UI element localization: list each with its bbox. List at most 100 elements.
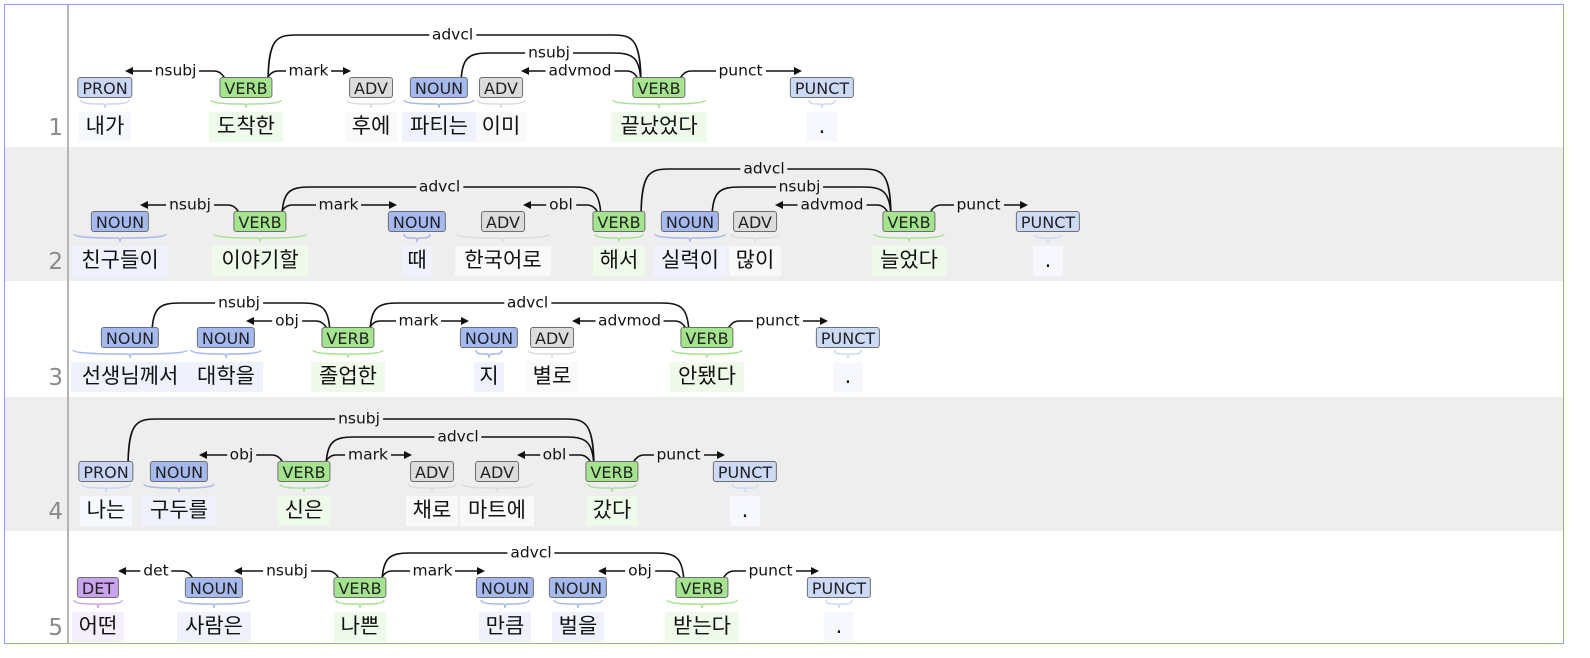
pos-tag: VERB [585,461,639,482]
pos-tag: PUNCT [789,77,855,98]
token-highlight [729,246,781,276]
token-highlight [142,496,216,526]
pos-tag: NOUN [548,577,608,598]
token-highlight [278,496,330,526]
pos-tag: VERB [321,327,375,348]
pos-tag: VERB [882,211,936,232]
token-highlight [872,246,946,276]
token-word: 별로 [532,364,572,388]
row-number: 3 [48,365,63,391]
relation-label: nsubj [166,197,214,213]
token-word: 파티는 [410,114,468,138]
token-word: . [844,364,852,388]
relation-label: nsubj [775,179,824,195]
relation-label: nsubj [525,45,573,61]
row-number: 2 [48,249,63,275]
relation-label: punct [752,313,803,329]
token-word: 친구들이 [81,248,159,272]
token-bracket [730,233,780,243]
token-word: . [1044,248,1052,272]
token-bracket [873,233,945,243]
token-bracket [210,99,282,109]
token-word: 늘었다 [880,248,938,272]
token-bracket [808,99,836,109]
token-word: 이야기할 [221,248,299,272]
token-highlight [479,612,531,642]
token-word: 내가 [85,114,125,138]
token-word: 많이 [735,248,775,272]
pos-tag: NOUN [459,327,519,348]
pos-tag: DET [76,577,120,598]
row-number: 1 [48,115,63,141]
pos-tag: VERB [333,577,387,598]
token-word: 선생님께서 [81,364,179,388]
token-bracket [312,349,384,359]
pos-tag: VERB [219,77,273,98]
token-word: 채로 [412,498,452,522]
token-word: 실력이 [661,248,719,272]
pos-tag: VERB [277,461,331,482]
token-word: 때 [407,248,427,272]
token-highlight [552,612,604,642]
token-bracket [480,599,530,609]
token-highlight [334,612,386,642]
pos-tag: PRON [77,77,133,98]
token-bracket [594,233,644,243]
token-highlight [189,362,263,392]
pos-tag: NOUN [196,327,256,348]
token-highlight [311,362,385,392]
token-bracket [335,599,385,609]
pos-tag: ADV [349,77,393,98]
token-bracket [190,349,262,359]
token-word: 한국어로 [464,248,542,272]
token-highlight [807,112,837,142]
relation-label: punct [745,563,796,579]
token-word: . [818,114,826,138]
pos-tag: PUNCT [806,577,872,598]
relation-label: mark [345,447,391,463]
pos-tag: ADV [733,211,777,232]
token-bracket [73,233,167,243]
token-bracket [346,99,396,109]
relation-label: punct [653,447,704,463]
token-word: . [741,498,749,522]
token-highlight [80,496,132,526]
token-word: 갔다 [592,498,632,522]
relation-label: punct [953,197,1004,213]
token-word: 해서 [599,248,639,272]
relation-label: advcl [434,429,482,445]
pos-tag: NOUN [149,461,209,482]
pos-tag: ADV [479,77,523,98]
token-word: 신은 [284,498,324,522]
token-highlight [1033,246,1063,276]
token-bracket [834,349,862,359]
token-highlight [460,496,534,526]
token-word: 끝났었다 [620,114,698,138]
token-bracket [475,349,503,359]
token-word: 나는 [86,498,126,522]
relation-label: obj [226,447,257,463]
relation-label: mark [409,563,456,579]
pos-tag: NOUN [660,211,720,232]
token-word: 만큼 [485,614,525,638]
token-bracket [825,599,853,609]
token-word: 도착한 [217,114,275,138]
relation-label: advcl [507,545,555,561]
token-highlight [345,112,397,142]
token-bracket [612,99,706,109]
token-bracket [403,99,475,109]
token-word: 구두를 [150,498,208,522]
token-bracket [81,483,131,493]
pos-tag: NOUN [409,77,469,98]
token-bracket [476,99,526,109]
token-highlight [824,612,854,642]
pos-tag: NOUN [100,327,160,348]
token-bracket [143,483,215,493]
token-highlight [665,612,739,642]
token-highlight [402,112,476,142]
token-highlight [586,496,638,526]
token-highlight [833,362,863,392]
token-bracket [403,233,431,243]
relation-label: advmod [545,63,615,79]
